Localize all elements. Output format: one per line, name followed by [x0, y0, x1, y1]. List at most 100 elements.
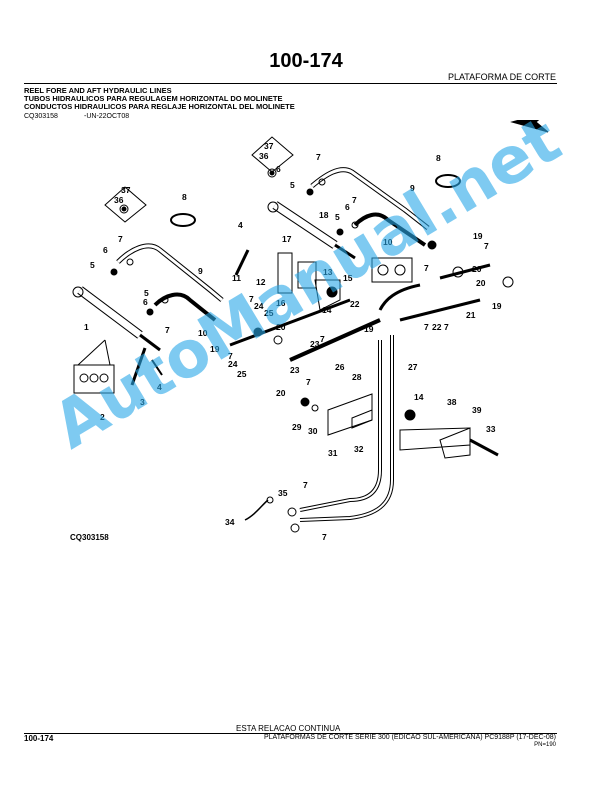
callout-7j: 7 — [484, 241, 489, 251]
callout-21: 21 — [466, 310, 476, 320]
callout-5b: 5 — [290, 180, 295, 190]
callout-7g: 7 — [320, 334, 325, 344]
callout-8a: 8 — [182, 192, 187, 202]
callout-22a: 22 — [350, 299, 360, 309]
callout-23a: 23 — [310, 339, 320, 349]
title-portuguese: TUBOS HIDRAULICOS PARA REGULAGEM HORIZON… — [24, 94, 283, 103]
callout-7m: 7 — [303, 480, 308, 490]
callout-29: 29 — [292, 422, 302, 432]
callout-5c: 5 — [335, 212, 340, 222]
callout-27: 27 — [408, 362, 418, 372]
callout-11: 11 — [232, 273, 241, 283]
page-number: 100-174 — [269, 50, 343, 72]
bracket-13 — [297, 261, 317, 289]
callout-30: 30 — [308, 426, 318, 436]
tube-26 — [289, 318, 381, 362]
callout-7f: 7 — [228, 351, 233, 361]
callout-32: 32 — [354, 444, 364, 454]
figure-reference: CQ303158 — [24, 113, 58, 120]
callout-7i: 7 — [424, 263, 429, 273]
hydraulic-cylinder-right — [267, 201, 356, 260]
mounting-plate — [327, 393, 373, 436]
callout-10b: 10 — [198, 328, 208, 338]
figure-caption: CQ303158 — [70, 533, 109, 542]
callout-25a: 25 — [264, 308, 274, 318]
figure-date: -UN-22OCT08 — [84, 113, 130, 120]
callout-7a: 7 — [118, 234, 123, 244]
callout-7e: 7 — [249, 294, 254, 304]
header-divider — [24, 83, 557, 84]
callout-37a: 37 — [121, 185, 131, 195]
callout-25b: 25 — [237, 369, 247, 379]
callout-26: 26 — [335, 362, 345, 372]
hydraulic-cylinder-left — [72, 286, 161, 352]
callout-36b: 36 — [259, 151, 269, 161]
callout-18: 18 — [319, 210, 329, 220]
callout-23b: 23 — [290, 365, 300, 375]
callout-4: 4 — [157, 382, 162, 392]
callout-19a: 19 — [473, 231, 483, 241]
callout-7n: 7 — [322, 532, 327, 540]
callout-6b: 6 — [143, 297, 148, 307]
bolt-33 — [469, 438, 499, 457]
callout-1: 1 — [84, 322, 89, 332]
callout-24a: 24 — [254, 301, 264, 311]
section-title: PLATAFORMA DE CORTE — [447, 72, 556, 82]
callout-34: 34 — [225, 517, 235, 527]
callout-8b: 8 — [436, 153, 441, 163]
continue-note: ESTA RELACAO CONTINUA — [236, 724, 341, 733]
sensor-cable — [244, 499, 269, 521]
hose-left — [116, 243, 224, 302]
footer-page-number: 100-174 — [24, 734, 54, 743]
callout-24b: 24 — [228, 359, 238, 369]
callout-36a: 36 — [114, 195, 124, 205]
callout-labels: 1 2 3 4 4 5 5 5 5 6 6 6 6 7 7 7 7 7 7 7 … — [84, 141, 502, 540]
callout-14b: 14 — [414, 392, 424, 402]
detail-box-2 — [73, 364, 115, 394]
callout-7c: 7 — [352, 195, 357, 205]
callout-39: 39 — [472, 405, 482, 415]
callout-15: 15 — [343, 273, 353, 283]
callout-20c: 20 — [276, 322, 286, 332]
detail-box-top — [251, 136, 294, 173]
callout-35a: 35 — [278, 488, 288, 498]
pin-3 — [130, 347, 147, 386]
callout-3: 3 — [140, 397, 145, 407]
callout-20a: 20 — [472, 264, 482, 274]
callout-13: 13 — [323, 267, 333, 277]
callout-28: 28 — [352, 372, 362, 382]
callout-19c: 19 — [210, 344, 220, 354]
callout-7k: 7 — [424, 322, 429, 332]
direction-arrow-icon — [510, 120, 549, 133]
detail-box-15 — [371, 257, 413, 283]
hose-clamp-right — [435, 174, 461, 188]
footer-description: PLATAFORMAS DE CORTE SERIE 300 (EDICAO S… — [263, 734, 556, 741]
title-spanish: CONDUCTOS HIDRAULICOS PARA REGLAJE HORIZ… — [24, 102, 295, 111]
callout-10a: 10 — [383, 237, 393, 247]
callout-14a: 14 — [322, 305, 332, 315]
callout-16: 16 — [276, 298, 286, 308]
parts-diagram: 1 2 3 4 4 5 5 5 5 6 6 6 6 7 7 7 7 7 7 7 … — [72, 120, 549, 540]
hose-clamp-left — [170, 213, 196, 227]
callout-19b: 19 — [364, 324, 374, 334]
footer-pn: PN=190 — [534, 742, 556, 748]
callout-9b: 9 — [410, 183, 415, 193]
callout-9a: 9 — [198, 266, 203, 276]
callout-4b: 4 — [238, 220, 243, 230]
callout-2: 2 — [100, 412, 105, 422]
callout-20d: 20 — [276, 388, 286, 398]
callout-20b: 20 — [476, 278, 486, 288]
callout-5d: 5 — [144, 288, 149, 298]
bracket-16 — [277, 252, 293, 294]
callout-38: 38 — [447, 397, 457, 407]
callout-5a: 5 — [90, 260, 95, 270]
callout-37b: 37 — [264, 141, 274, 151]
callout-7h: 7 — [306, 377, 311, 387]
callout-6c: 6 — [276, 164, 281, 174]
callout-6a: 6 — [103, 245, 108, 255]
title-english: REEL FORE AND AFT HYDRAULIC LINES — [24, 86, 172, 95]
callout-22b: 22 — [432, 322, 442, 332]
bracket-38 — [399, 427, 471, 451]
callout-33: 33 — [486, 424, 496, 434]
callout-17: 17 — [282, 234, 292, 244]
